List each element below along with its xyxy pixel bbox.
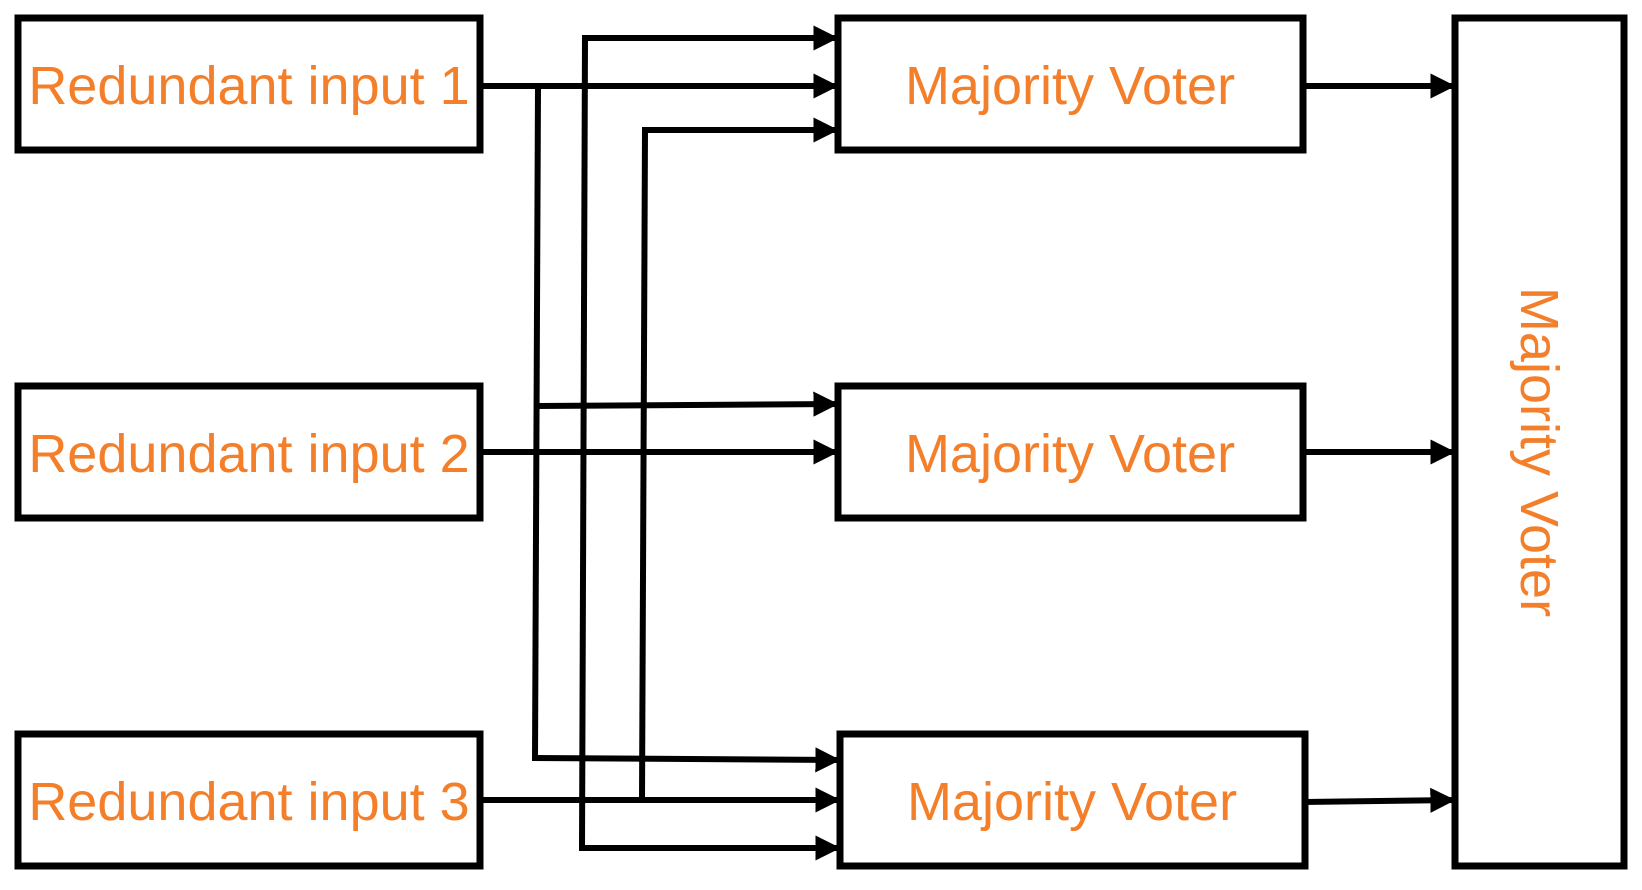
wire-input1-to-voter3 [531,747,842,773]
final-majority-voter-block: Majority Voter [1451,14,1628,870]
majority-voter-3-label: Majority Voter [907,772,1237,832]
wire-input1-to-voter2 [534,391,840,417]
wire-voter3-to-final [1301,787,1457,813]
majority-voter-3-block: Majority Voter [836,730,1309,870]
wire-input1-bus [531,82,542,762]
redundant-input-2-label: Redundant input 2 [28,424,469,484]
redundant-input-3-label: Redundant input 3 [28,772,469,832]
majority-voter-1-block: Majority Voter [834,14,1307,154]
majority-voter-2-label: Majority Voter [905,424,1235,484]
redundant-input-2-block: Redundant input 2 [14,382,484,522]
wire-input2-bus [578,34,589,852]
wire-input3-bus [638,126,649,804]
redundant-input-3-block: Redundant input 3 [14,730,484,870]
final-majority-voter-label: Majority Voter [1509,287,1569,617]
redundant-input-1-block: Redundant input 1 [14,14,484,154]
redundant-input-1-label: Redundant input 1 [28,56,469,116]
majority-voter-1-label: Majority Voter [905,56,1235,116]
majority-voter-2-block: Majority Voter [834,382,1307,522]
